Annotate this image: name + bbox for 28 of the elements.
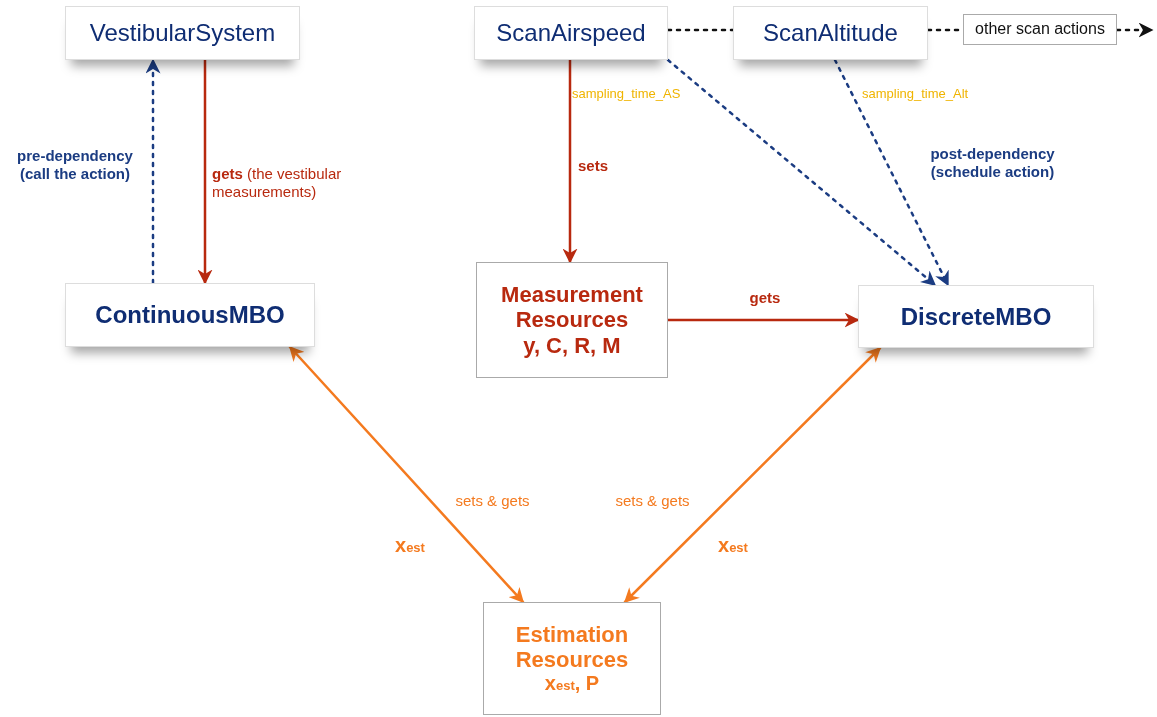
arrow: [288, 345, 525, 604]
parameter-label: sampling_time_Alt: [862, 86, 969, 102]
arrow: [1115, 22, 1154, 38]
node-title: ScanAltitude: [763, 19, 898, 47]
process-box: [476, 262, 668, 378]
arrow: [562, 58, 578, 264]
node-title: other scan actions: [975, 20, 1105, 39]
parameter-label: sampling_time_AS: [572, 86, 681, 102]
process-box: [65, 6, 300, 60]
node-title: ScanAirspeed: [496, 19, 646, 47]
process-box: [483, 602, 661, 715]
connector-line: [666, 28, 735, 32]
node-detail: y, C, R, M: [523, 332, 621, 358]
arrow: [666, 58, 937, 287]
process-box: [858, 285, 1094, 348]
arrow: [197, 58, 213, 285]
node-title: DiscreteMBO: [900, 302, 1052, 331]
process-box: [733, 6, 928, 60]
node-title: Estimation Resources: [514, 621, 630, 673]
arrow: [666, 312, 860, 328]
arrow: [623, 346, 882, 604]
process-box: [963, 14, 1117, 45]
node-title: ContinuousMBO: [95, 301, 285, 329]
arrow: [145, 58, 161, 285]
arrow: [833, 58, 950, 287]
process-box: [65, 283, 315, 347]
process-box: [474, 6, 668, 60]
node-title: VestibularSystem: [89, 19, 276, 47]
